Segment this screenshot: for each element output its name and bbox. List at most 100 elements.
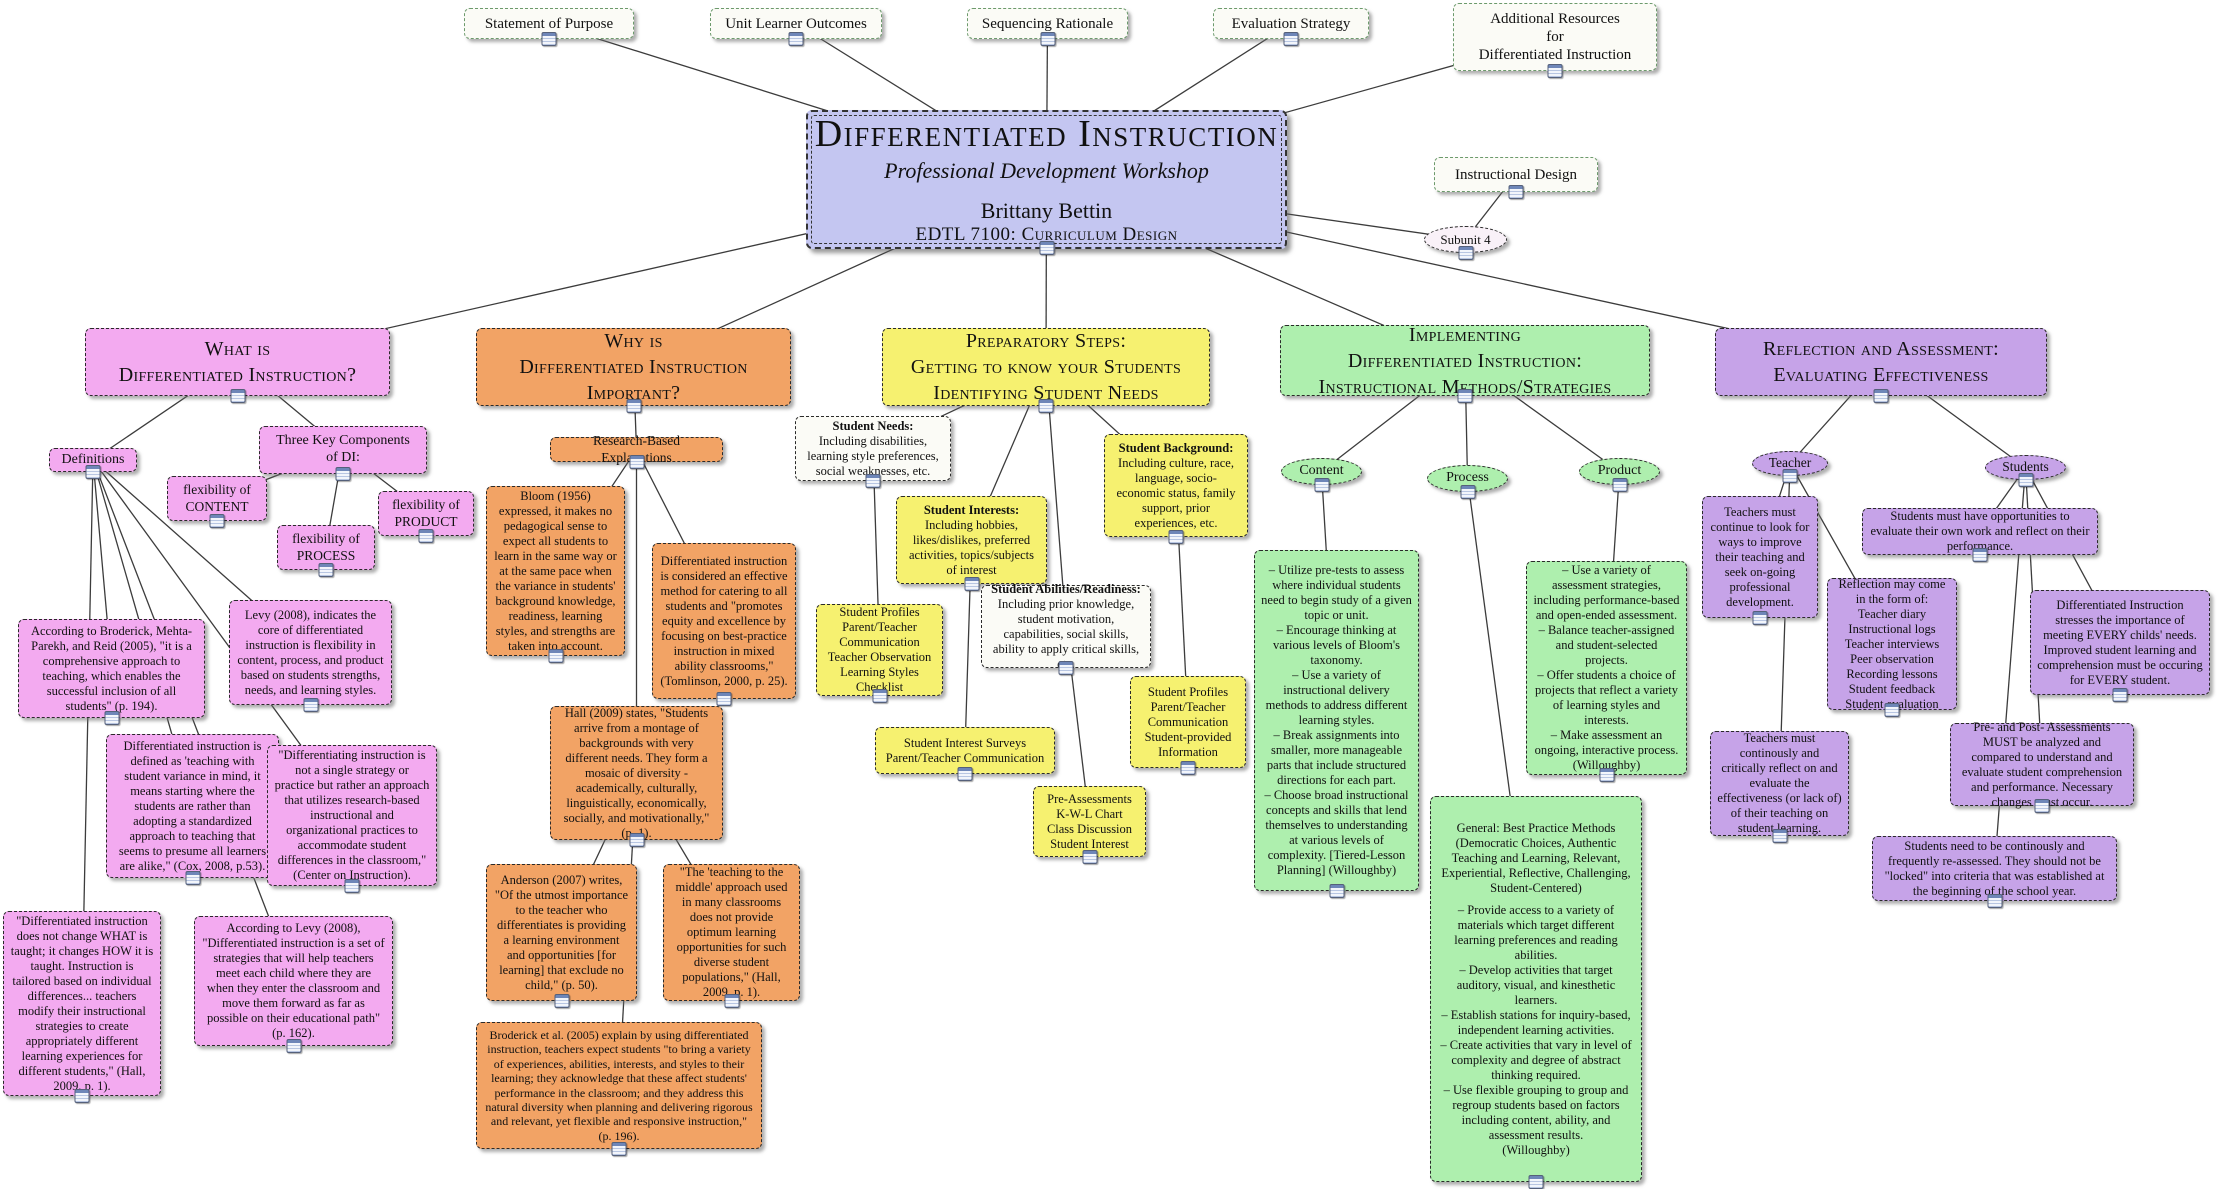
note-icon[interactable] — [1038, 399, 1054, 413]
note-icon[interactable] — [629, 833, 644, 847]
node-quote-anderson[interactable]: Anderson (2007) writes, "Of the utmost i… — [486, 864, 637, 1008]
node-teachers-improve[interactable]: Teachers must continue to look for ways … — [1702, 496, 1818, 625]
note-icon[interactable] — [541, 32, 557, 46]
note-icon[interactable] — [957, 767, 973, 781]
note-icon[interactable] — [74, 1089, 90, 1103]
node-oval-students[interactable]: Students — [1985, 455, 2066, 487]
node-student-needs[interactable]: Student Needs:Including disabilities, le… — [795, 416, 951, 488]
node-top-evaluation[interactable]: Evaluation Strategy — [1213, 8, 1369, 46]
note-icon[interactable] — [344, 879, 360, 893]
note-icon[interactable] — [1528, 1175, 1544, 1189]
node-header-reflect[interactable]: Reflection and Assessment:Evaluating Eff… — [1715, 328, 2047, 403]
node-list-process[interactable]: General: Best Practice Methods (Democrat… — [1430, 796, 1642, 1189]
note-icon[interactable] — [629, 455, 644, 469]
node-oval-product[interactable]: Product — [1579, 458, 1660, 492]
node-oval-teacher[interactable]: Teacher — [1752, 451, 1828, 483]
note-icon[interactable] — [1082, 850, 1097, 864]
note-icon[interactable] — [1283, 32, 1299, 46]
node-reflection-forms[interactable]: Reflection may come in the form of:Teach… — [1827, 577, 1957, 717]
node-student-abilities[interactable]: Student Abilities/Readiness:Including pr… — [981, 582, 1151, 675]
node-top-sequencing[interactable]: Sequencing Rationale — [967, 8, 1128, 46]
note-icon[interactable] — [418, 529, 434, 543]
note-icon[interactable] — [872, 689, 887, 703]
node-quote-broderick[interactable]: According to Broderick, Mehta-Parekh, an… — [18, 619, 205, 725]
note-icon[interactable] — [1457, 389, 1473, 403]
note-icon[interactable] — [964, 577, 979, 591]
note-icon[interactable] — [1168, 530, 1184, 544]
note-icon[interactable] — [1612, 478, 1627, 492]
node-student-interests[interactable]: Student Interests:Including hobbies, lik… — [896, 496, 1047, 591]
note-icon[interactable] — [185, 871, 200, 885]
note-icon[interactable] — [626, 399, 641, 413]
node-top-outcomes[interactable]: Unit Learner Outcomes — [710, 8, 882, 46]
note-icon[interactable] — [548, 649, 563, 663]
note-icon[interactable] — [1040, 32, 1055, 46]
note-icon[interactable] — [724, 994, 739, 1008]
node-quote-hall-montage[interactable]: Hall (2009) states, "Students arrive fro… — [550, 706, 723, 847]
node-top-purpose[interactable]: Statement of Purpose — [464, 8, 634, 46]
note-icon[interactable] — [788, 32, 804, 46]
node-list-content[interactable]: – Utilize pre-tests to assess where indi… — [1254, 550, 1419, 898]
note-icon[interactable] — [2034, 799, 2050, 813]
note-icon[interactable] — [104, 711, 119, 725]
note-icon[interactable] — [1547, 64, 1563, 78]
node-quote-levy-core[interactable]: Levy (2008), indicates the core of diffe… — [229, 600, 392, 712]
note-icon[interactable] — [1508, 185, 1524, 199]
node-header-prep[interactable]: Preparatory Steps:Getting to know your S… — [882, 328, 1210, 413]
node-students-evaluate[interactable]: Students must have opportunities to eval… — [1862, 508, 2098, 562]
note-icon[interactable] — [554, 994, 569, 1008]
node-quote-tomlinson[interactable]: Differentiated instruction is considered… — [652, 543, 796, 706]
note-icon[interactable] — [611, 1142, 627, 1156]
note-icon[interactable] — [1058, 661, 1074, 675]
node-research-based[interactable]: Research-Based Explanations — [550, 433, 723, 469]
note-icon[interactable] — [1599, 768, 1614, 782]
node-quote-middle[interactable]: "The 'teaching to the middle' approach u… — [663, 864, 800, 1008]
node-quote-broderick-et-al[interactable]: Broderick et al. (2005) explain by using… — [476, 1022, 762, 1156]
note-icon[interactable] — [303, 698, 318, 712]
node-list-product[interactable]: – Use a variety of assessment strategies… — [1526, 561, 1687, 782]
note-icon[interactable] — [1180, 761, 1196, 775]
node-quote-bloom[interactable]: Bloom (1956) expressed, it makes no peda… — [486, 486, 625, 663]
node-di-stresses[interactable]: Differentiated Instruction stresses the … — [2030, 590, 2210, 702]
node-oval-process[interactable]: Process — [1427, 465, 1508, 499]
node-oval-content[interactable]: Content — [1281, 458, 1362, 492]
node-teachers-reflect[interactable]: Teachers must continously and critically… — [1710, 731, 1849, 843]
note-icon[interactable] — [1987, 894, 2002, 908]
note-icon[interactable] — [286, 1039, 301, 1053]
node-prepost[interactable]: Pre- and Post- Assessments MUST be analy… — [1950, 720, 2134, 813]
node-instructional-design[interactable]: Instructional Design — [1434, 157, 1598, 199]
note-icon[interactable] — [1460, 485, 1475, 499]
note-icon[interactable] — [85, 465, 101, 479]
note-icon[interactable] — [1884, 703, 1900, 717]
node-quote-levy-strategies[interactable]: According to Levy (2008), "Differentiate… — [194, 916, 393, 1053]
note-icon[interactable] — [1039, 241, 1054, 255]
note-icon[interactable] — [1782, 469, 1798, 483]
note-icon[interactable] — [209, 514, 225, 528]
node-reassessed[interactable]: Students need to be continously and freq… — [1872, 836, 2117, 908]
note-icon[interactable] — [2112, 688, 2128, 702]
note-icon[interactable] — [1972, 548, 1988, 562]
node-quote-center-instruction[interactable]: "Differentiating instruction is not a si… — [267, 745, 437, 893]
note-icon[interactable] — [865, 474, 881, 488]
note-icon[interactable] — [230, 389, 245, 403]
note-icon[interactable] — [318, 563, 334, 577]
note-icon[interactable] — [1329, 884, 1344, 898]
node-quote-hall-how[interactable]: "Differentiated instruction does not cha… — [3, 911, 161, 1103]
note-icon[interactable] — [335, 467, 351, 481]
node-subunit-4[interactable]: Subunit 4 — [1424, 226, 1507, 260]
note-icon[interactable] — [1873, 389, 1889, 403]
note-icon[interactable] — [1772, 829, 1787, 843]
note-icon[interactable] — [1458, 246, 1473, 260]
node-quote-cox[interactable]: Differentiated instruction is defined as… — [106, 734, 279, 885]
